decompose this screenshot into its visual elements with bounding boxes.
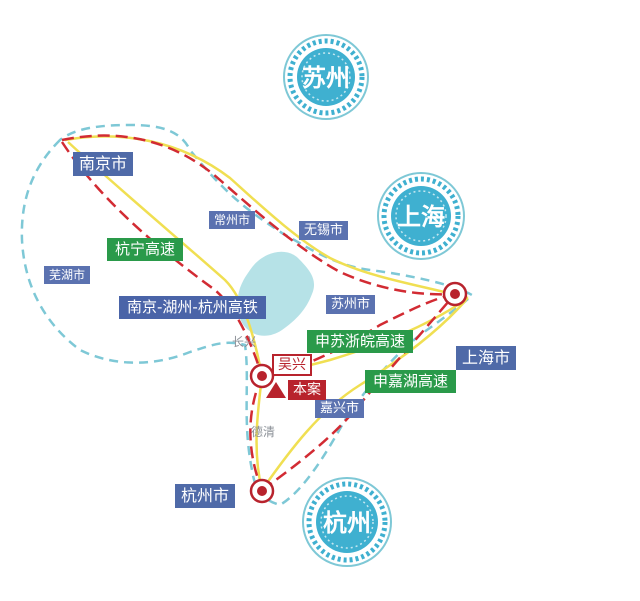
- faint-label-deqing: 德清: [251, 425, 276, 439]
- faint-label-changxing: 长兴: [232, 335, 257, 349]
- badge-suzhou-text: 苏州: [302, 64, 350, 92]
- red-rail-nanjing-huzhou: [60, 141, 264, 377]
- city-label-wuxi: 无锡市: [299, 221, 349, 240]
- city-label-shanghai: 上海市: [456, 346, 517, 370]
- route-label-hangning: 杭宁高速: [107, 238, 184, 261]
- project-label: 本案: [288, 380, 326, 400]
- city-label-wuhu: 芜湖市: [44, 266, 91, 284]
- badge-hangzhou-text: 杭州: [323, 509, 371, 537]
- location-ring-icon-hangzhou: [249, 478, 275, 504]
- route-label-shensuzhewan: 申苏浙皖高速: [307, 330, 414, 353]
- location-ring-icon-shanghai: [442, 281, 468, 307]
- city-label-nanjing: 南京市: [73, 152, 134, 176]
- city-label-changzhou: 常州市: [209, 211, 256, 229]
- route-label-hsr: 南京-湖州-杭州高铁: [119, 296, 266, 319]
- city-label-suzhou: 苏州市: [326, 295, 376, 314]
- red-rail-hangzhou-shanghai: [261, 293, 456, 492]
- red-rail-huzhou-shanghai: [261, 292, 456, 378]
- red-rail-huzhou-hangzhou: [249, 375, 264, 491]
- city-label-wuxing: 吴兴: [272, 354, 312, 376]
- city-label-hangzhou: 杭州市: [175, 484, 236, 508]
- yellow-route-nanjing-huzhou: [67, 141, 264, 377]
- triangle-marker-icon: [266, 382, 286, 398]
- badge-shanghai-text: 上海: [397, 203, 445, 231]
- badge-suzhou: 苏州: [283, 34, 369, 120]
- red-rail-nanjing-shanghai: [61, 134, 456, 296]
- yellow-route-shanghai-hangzhou: [260, 299, 467, 491]
- badge-hangzhou: 杭州: [302, 477, 392, 567]
- location-ring-icon-huzhou: [249, 363, 275, 389]
- badge-shanghai: 上海: [377, 172, 465, 260]
- route-label-shenjiahu: 申嘉湖高速: [365, 370, 457, 393]
- city-label-jiaxing: 嘉兴市: [315, 399, 365, 418]
